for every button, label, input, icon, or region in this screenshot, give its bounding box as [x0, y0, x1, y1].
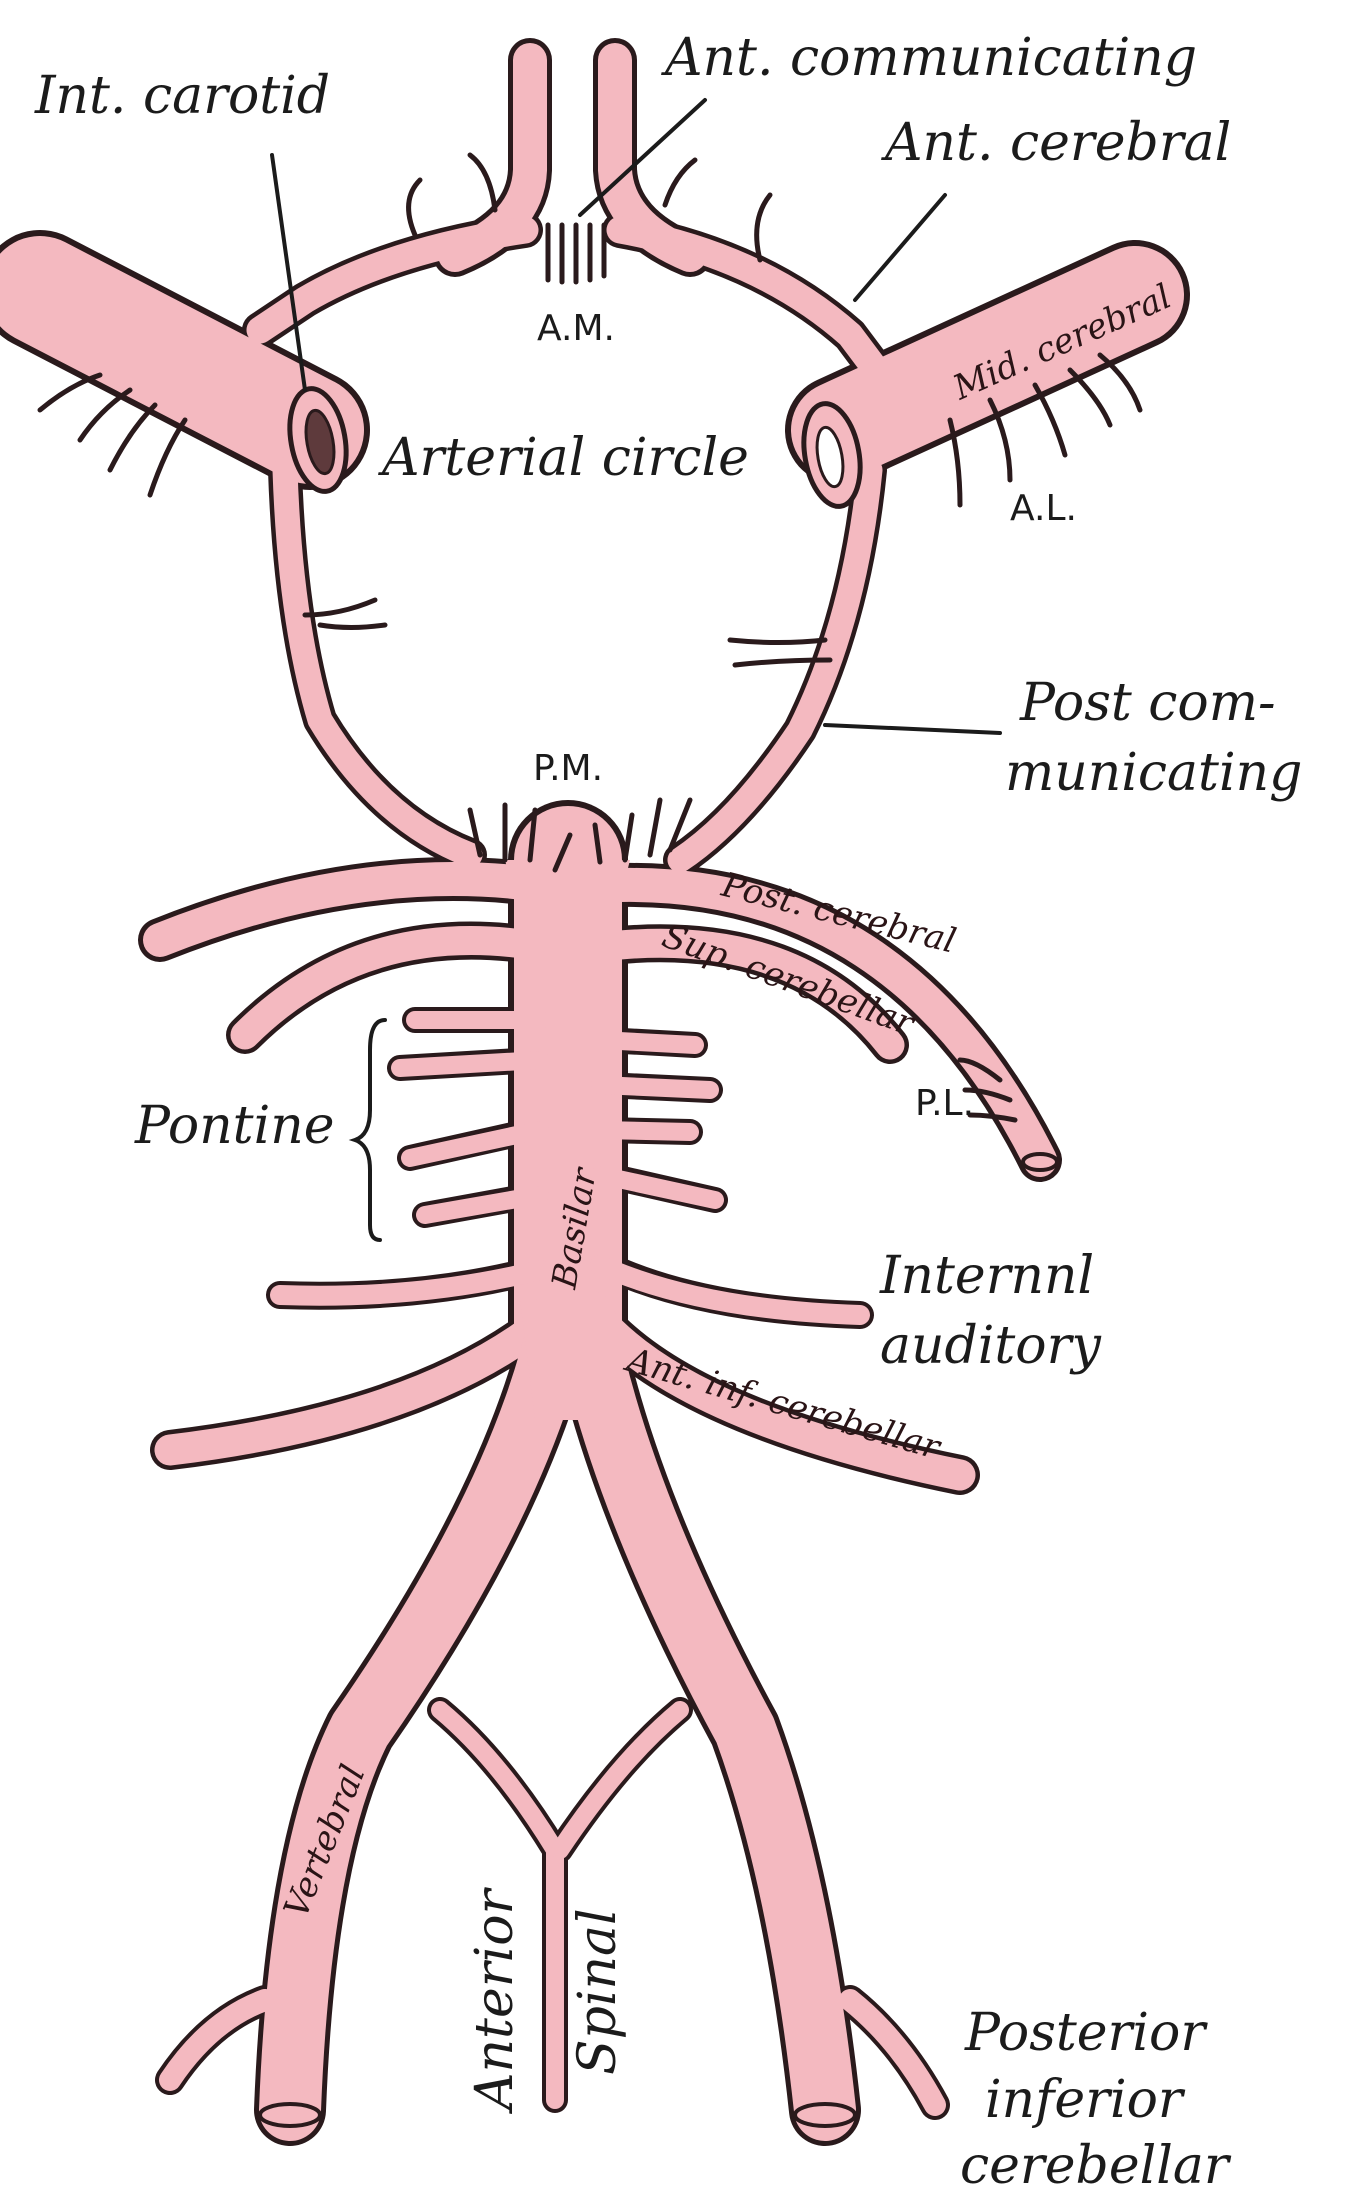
label-spinal: Spinal: [568, 1908, 628, 2075]
label-ant-communicating: Ant. communicating: [661, 28, 1197, 88]
label-post-communicating-1: Post com-: [1019, 673, 1276, 733]
label-am: A.M.: [537, 308, 615, 349]
label-int-carotid: Int. carotid: [34, 66, 330, 126]
vessels: [0, 38, 1190, 2146]
label-posterior-inferior-cerebellar-3: cerebellar: [960, 2136, 1232, 2196]
right-post-communicating-outline: [663, 453, 887, 877]
leader-lines: [270, 98, 1002, 1242]
label-pm: P.M.: [533, 748, 603, 789]
label-arterial-circle: Arterial circle: [378, 428, 749, 488]
label-pontine: Pontine: [134, 1096, 334, 1156]
label-al: A.L.: [1010, 488, 1077, 529]
right-carotid-cut-end: [801, 401, 863, 509]
left-carotid-cut-end: [287, 386, 349, 494]
label-posterior-inferior-cerebellar-1: Posterior: [964, 2003, 1208, 2063]
label-internal-auditory-1: Internnl: [879, 1246, 1094, 1306]
label-posterior-inferior-cerebellar-2: inferior: [985, 2070, 1186, 2130]
label-pl: P.L.: [915, 1083, 974, 1124]
label-ant-cerebral: Ant. cerebral: [881, 113, 1231, 173]
label-post-communicating-2: municating: [1005, 743, 1302, 803]
label-anterior: Anterior: [465, 1886, 525, 2114]
label-internal-auditory-2: auditory: [880, 1316, 1101, 1376]
